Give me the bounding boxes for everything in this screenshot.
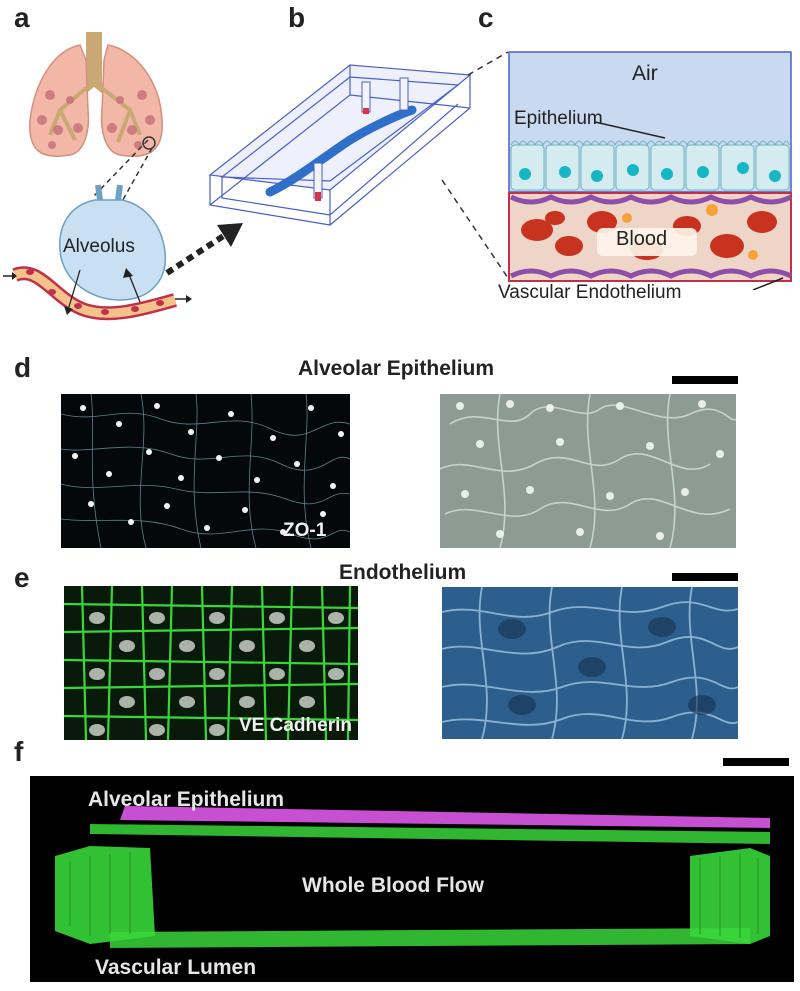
panel-f-scale-bar: [723, 758, 789, 766]
air-label: Air: [632, 62, 658, 85]
microchannel: [265, 105, 417, 197]
panel-letter-d: d: [14, 352, 32, 383]
epithelium-brightfield-micrograph: [440, 394, 736, 548]
vascular-lumen-label: Vascular Lumen: [95, 956, 257, 979]
panel-a-to-b-arrow: [165, 223, 243, 276]
ve-cadherin-micrograph: VE Cadherin: [64, 586, 358, 740]
alveolus-sac: [59, 199, 167, 301]
panel-letter-e: e: [14, 562, 30, 593]
panel-a-lung-diagram: [3, 32, 192, 321]
alveolar-epithelium-3d-label: Alveolar Epithelium: [88, 788, 285, 811]
ve-cadherin-stain-label: VE Cadherin: [239, 715, 352, 736]
epithelial-nuclei: [519, 162, 781, 182]
panel-letter-a: a: [14, 2, 30, 33]
epithelium-label: Epithelium: [514, 108, 603, 129]
left-lung: [29, 44, 90, 157]
panel-b-device-diagram: [208, 64, 472, 226]
epithelium-layer-stain: [120, 806, 770, 828]
3d-reconstruction-micrograph: Alveolar Epithelium Whole Blood Flow Vas…: [30, 776, 794, 982]
vascular-endothelium-label: Vascular Endothelium: [498, 282, 682, 303]
endothelium-brightfield-micrograph: [442, 587, 738, 739]
whole-blood-flow-label: Whole Blood Flow: [302, 874, 484, 897]
panel-d-title: Alveolar Epithelium: [298, 357, 495, 380]
red-blood-cells: [521, 211, 777, 260]
panel-c-cross-section: [508, 51, 793, 290]
panel-e-title: Endothelium: [339, 561, 467, 584]
zo1-stain-label: ZO-1: [283, 520, 327, 541]
blood-label: Blood: [616, 228, 668, 250]
panel-letter-b: b: [288, 2, 306, 33]
alveolus-label: Alveolus: [63, 236, 135, 257]
panel-b-to-c-zoom-lines: [441, 51, 509, 279]
panel-letter-c: c: [478, 2, 494, 33]
zo1-micrograph: ZO-1: [61, 394, 350, 548]
panel-d-scale-bar: [672, 376, 738, 384]
panel-letter-f: f: [14, 736, 24, 767]
panel-e-scale-bar: [672, 573, 738, 581]
